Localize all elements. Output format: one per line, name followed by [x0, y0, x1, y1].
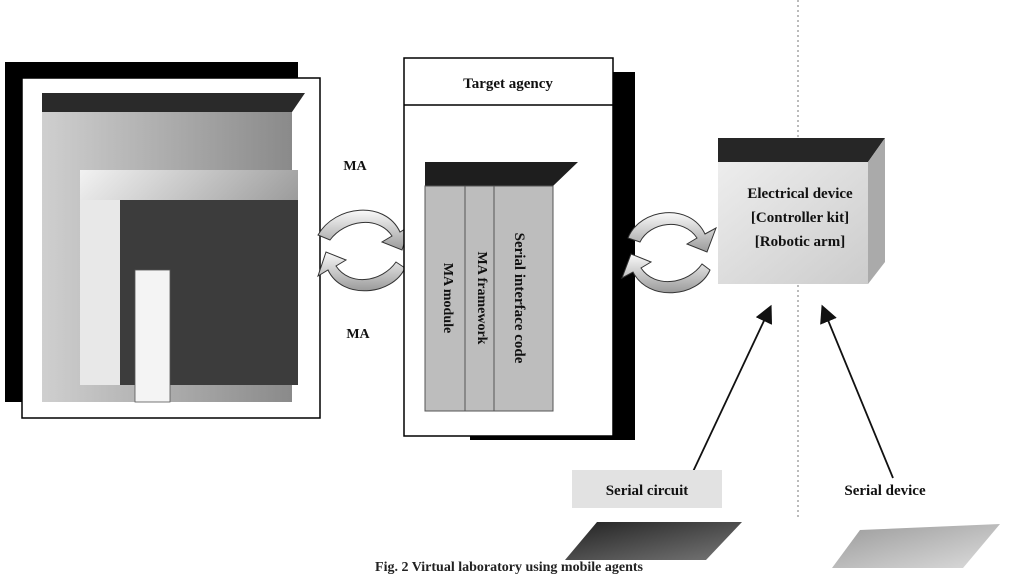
module-stack [424, 185, 554, 412]
serial-circuit-bg [572, 470, 722, 508]
module-ma-framework: MA framework [474, 252, 489, 345]
serial-device: Serial device [832, 483, 1000, 568]
transfer-arrow-bottom [317, 251, 406, 292]
module-stack-top [425, 162, 578, 186]
serial-circuit-board [565, 522, 742, 560]
serial-circuit-arrow [689, 304, 773, 479]
device-link-arrows [621, 212, 717, 294]
serial-circuit-label: Serial circuit [606, 483, 689, 499]
device-arrow-top [627, 212, 717, 253]
device-label-line2: [Controller kit] [751, 210, 849, 226]
device-cube-side [868, 138, 885, 284]
serial-circuit: Serial circuit [565, 470, 742, 560]
host-agency [5, 62, 321, 419]
ma-label-bottom: MA [346, 327, 370, 342]
target-agency: Target agency MA module MA framework Ser… [403, 57, 635, 440]
serial-device-plate [832, 524, 1000, 568]
serial-device-label: Serial device [844, 483, 926, 499]
device-arrow-bottom [621, 253, 711, 294]
host-block-top [42, 93, 305, 112]
target-agency-title: Target agency [463, 76, 553, 92]
host-panel-small [134, 269, 171, 403]
transfer-arrow-top [317, 209, 411, 251]
module-ma-module: MA module [440, 263, 455, 333]
device-label-line1: Electrical device [747, 186, 853, 202]
device-label-line3: [Robotic arm] [755, 234, 845, 250]
device-cube-top [718, 138, 885, 162]
figure-caption: Fig. 2 Virtual laboratory using mobile a… [375, 560, 643, 575]
host-panel-light [80, 200, 120, 385]
electrical-device: Electrical device [Controller kit] [Robo… [718, 138, 885, 284]
ma-label-top: MA [343, 159, 367, 174]
module-serial-interface-code: Serial interface code [511, 233, 527, 364]
ma-transfer-arrows [317, 209, 411, 292]
serial-device-arrow [820, 304, 894, 479]
device-cube-front [718, 162, 868, 284]
